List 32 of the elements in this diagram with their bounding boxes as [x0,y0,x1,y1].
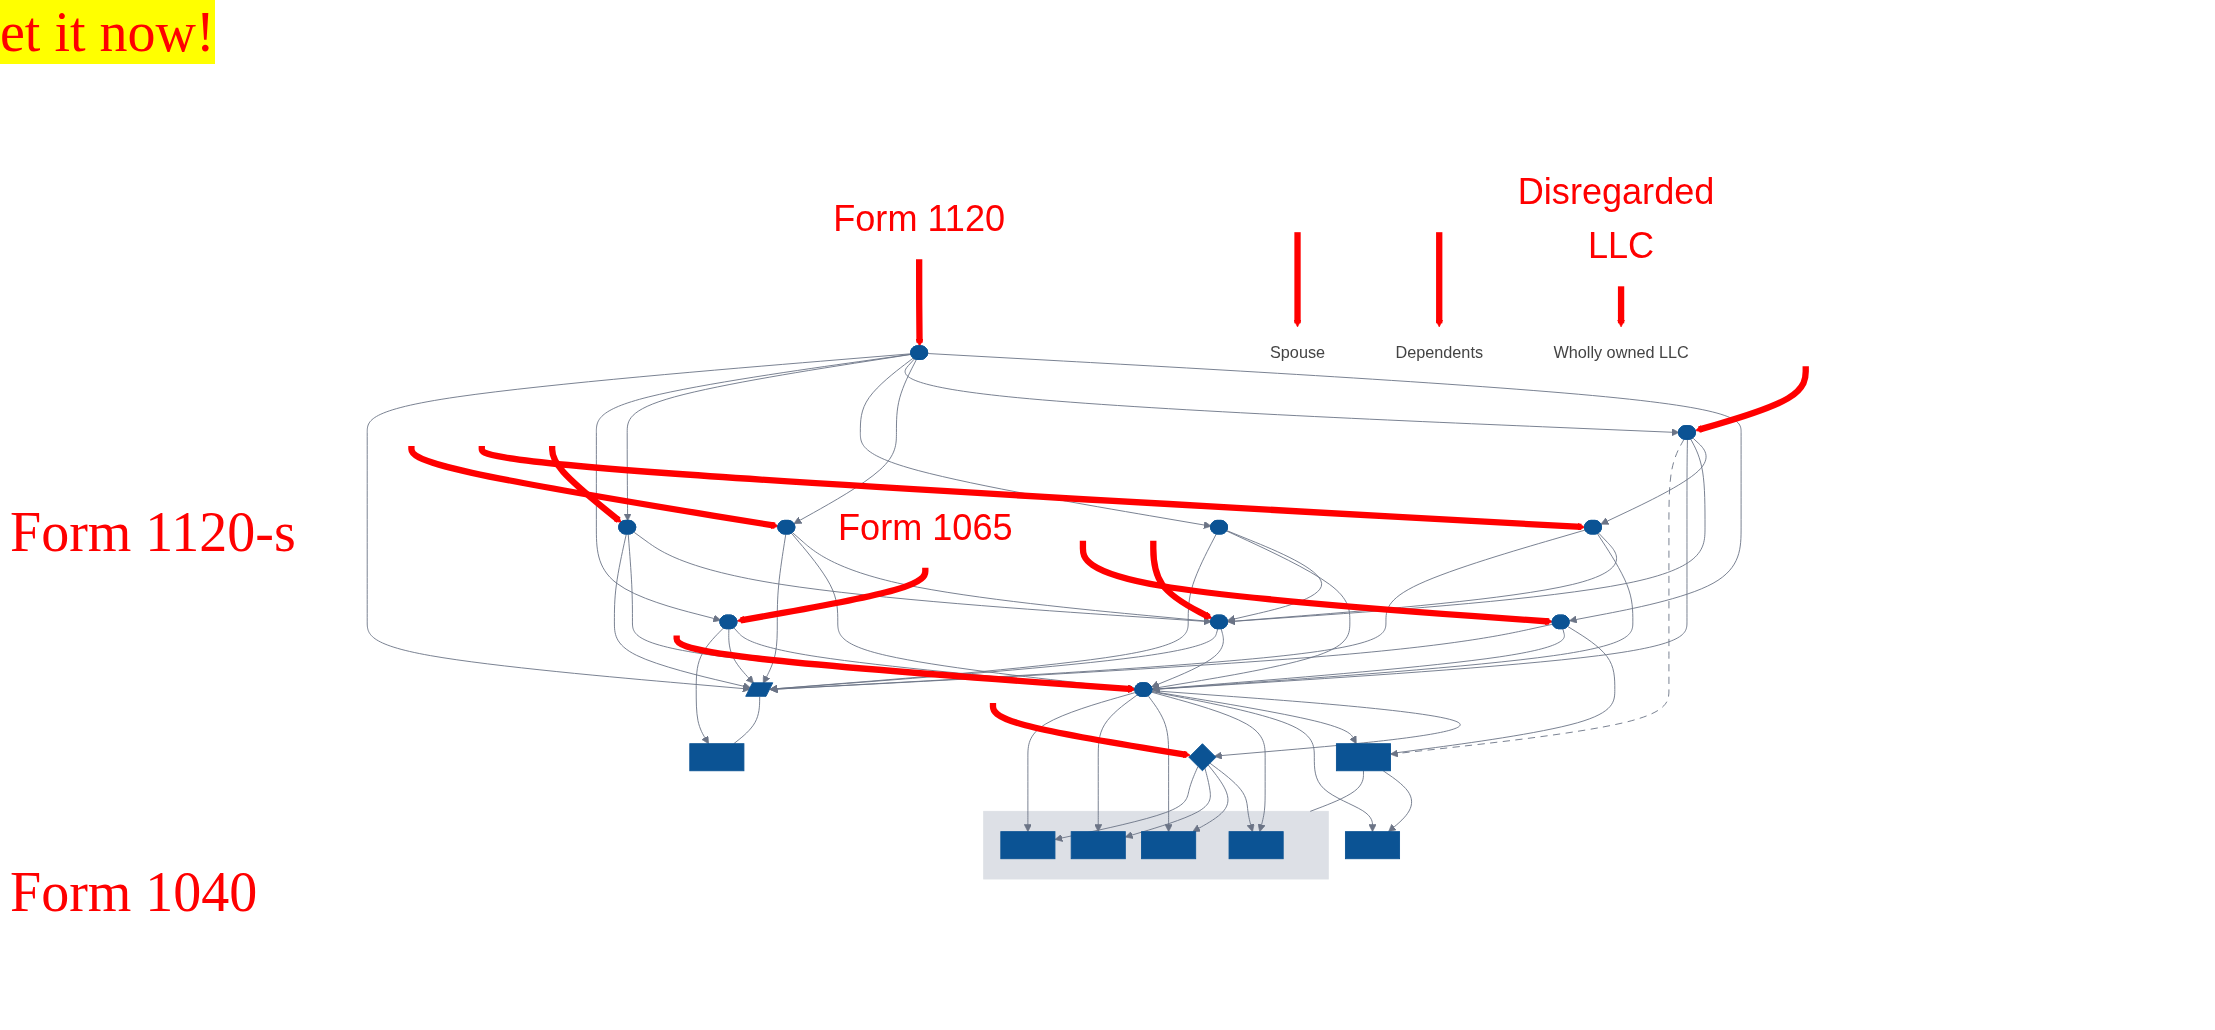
arrow [736,567,929,624]
node-text: Disregarded LLC [1517,171,1715,266]
node-box [1335,743,1391,772]
arrow [1293,232,1302,328]
node-diamond [1188,743,1217,772]
arrow [1617,286,1626,328]
arrow [478,444,1586,531]
cluster [983,810,1329,880]
node-text: Spouse [1269,343,1326,362]
arrow [1079,540,1554,626]
banner-text: et it now! [0,0,215,64]
node-text: Form 1120 [833,198,1006,239]
node-text: Dependents [1395,343,1484,362]
node-box [1228,831,1284,860]
node-text: Wholly owned LLC [1553,343,1689,362]
arrow [673,635,1136,693]
arrow [408,445,779,530]
form-label: Form 1040 [10,860,258,924]
node-parallelogram [745,682,774,697]
connector [1309,770,1364,812]
node-text: Form 1065 [838,507,1013,548]
node-box [689,743,745,772]
arrow [1150,540,1213,620]
node-box [1000,831,1056,860]
arrow [1435,232,1444,328]
connector [1390,626,1616,755]
connector [733,696,761,745]
node-box [1141,831,1197,860]
node-box [1345,831,1400,860]
arrow [915,259,924,347]
form-label: Form 1120-s [10,500,296,564]
node-box [1070,831,1126,860]
